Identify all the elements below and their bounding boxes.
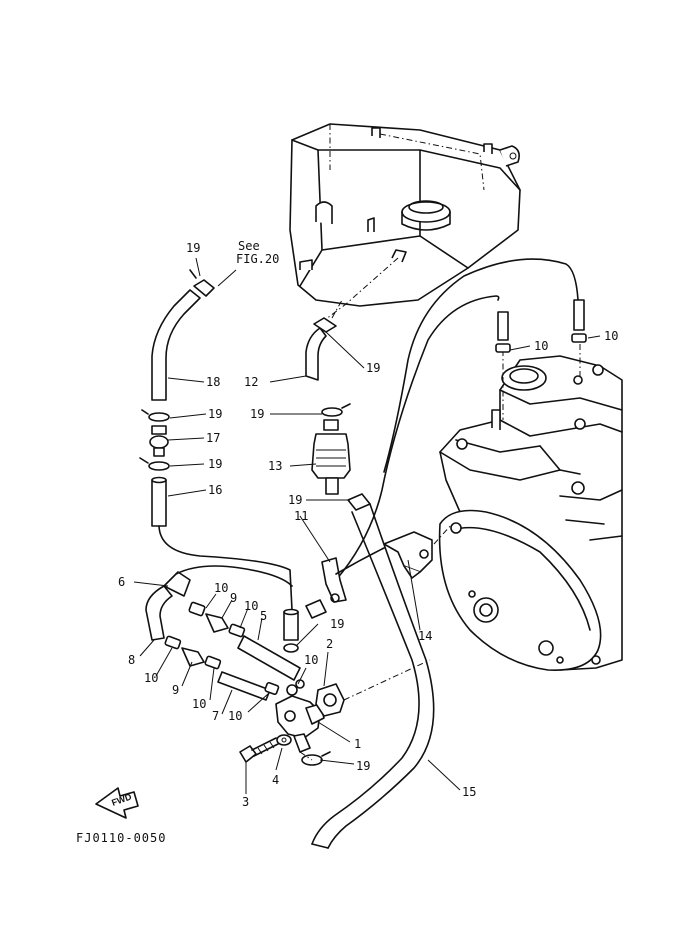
clamp-19-hose12-bottom — [321, 403, 351, 417]
diagram-code: FJ0110-0050 — [76, 831, 166, 845]
callout-19-top: 19 — [186, 241, 200, 255]
callout-10-top-right: 10 — [604, 329, 618, 343]
callout-19-g: 19 — [330, 617, 344, 631]
callout-18: 18 — [206, 375, 220, 389]
clamp-19-hose12-top — [313, 317, 337, 333]
fitting-9-upper — [205, 613, 246, 638]
hose-6 — [163, 565, 293, 597]
callout-4: 4 — [272, 773, 279, 787]
fuel-cock-1 — [275, 679, 325, 753]
callout-19-c: 19 — [208, 457, 222, 471]
callout-9-lower: 9 — [172, 683, 179, 697]
callout-2: 2 — [326, 637, 333, 651]
callout-17: 17 — [206, 431, 220, 445]
hose-5 — [237, 635, 301, 681]
callout-19-b: 19 — [208, 407, 222, 421]
callout-10-d: 10 — [244, 599, 258, 613]
clamp-19-lower — [139, 457, 170, 471]
fuel-tank — [289, 123, 521, 307]
callout-1: 1 — [354, 737, 361, 751]
callout-10-f: 10 — [192, 697, 206, 711]
flywheel-cover — [438, 509, 602, 671]
callout-6: 6 — [118, 575, 125, 589]
callout-10-e: 10 — [144, 671, 158, 685]
clamp-10-lower-left — [164, 635, 182, 650]
hose-8 — [145, 585, 173, 641]
hose-18 — [151, 289, 201, 401]
callout-labels: 19 See FIG.20 18 19 17 19 16 12 19 19 13… — [118, 239, 618, 809]
clamp-10-lower-right — [264, 681, 280, 695]
callout-10-c: 10 — [214, 581, 228, 595]
hose-16 — [151, 476, 167, 527]
callout-13: 13 — [268, 459, 282, 473]
clamp-19-top — [189, 269, 215, 297]
callout-7: 7 — [212, 709, 219, 723]
vent-nipple-right — [573, 299, 585, 331]
clamp-19-valve-bottom — [301, 751, 331, 766]
washer-4 — [276, 734, 292, 746]
hose-riser-16-19 — [283, 608, 299, 641]
see-ref-line2: FIG.20 — [236, 252, 279, 266]
clamp-10-left-upper — [188, 601, 206, 617]
fitting-9-lower — [181, 647, 222, 670]
clamp-19-filter-bottom — [347, 493, 371, 511]
callout-19-d: 19 — [366, 361, 380, 375]
callout-15: 15 — [462, 785, 476, 799]
hose-15 — [311, 503, 435, 849]
callout-10-h: 10 — [304, 653, 318, 667]
filter-17 — [149, 425, 169, 457]
callout-19-f: 19 — [288, 493, 302, 507]
bolt-near-11 — [305, 599, 327, 619]
bolt-3 — [239, 737, 279, 763]
callout-10-g: 10 — [228, 709, 242, 723]
see-ref-line1: See — [238, 239, 260, 253]
callout-12: 12 — [244, 375, 258, 389]
fuel-filter-13 — [311, 419, 351, 495]
callout-3: 3 — [242, 795, 249, 809]
vent-nipple-left — [497, 311, 509, 341]
callout-10-top-left: 10 — [534, 339, 548, 353]
fwd-arrow-icon: FWD — [95, 787, 139, 819]
clamp-19-valve-top — [283, 643, 299, 653]
leader-lines — [133, 257, 601, 794]
callout-11: 11 — [294, 509, 308, 523]
gasket-2 — [315, 683, 345, 717]
clamp-10-top-left — [495, 343, 511, 353]
callout-8: 8 — [128, 653, 135, 667]
callout-9-upper: 9 — [230, 591, 237, 605]
hose-12 — [305, 327, 327, 381]
callout-16: 16 — [208, 483, 222, 497]
callout-5: 5 — [260, 609, 267, 623]
callout-19-h: 19 — [356, 759, 370, 773]
callout-14: 14 — [418, 629, 432, 643]
callout-19-e: 19 — [250, 407, 264, 421]
clamp-19-mid — [141, 409, 170, 422]
clamp-10-top-right — [571, 333, 587, 343]
bracket-14 — [383, 531, 433, 579]
hose-7 — [217, 671, 271, 701]
clip-11 — [321, 557, 347, 603]
